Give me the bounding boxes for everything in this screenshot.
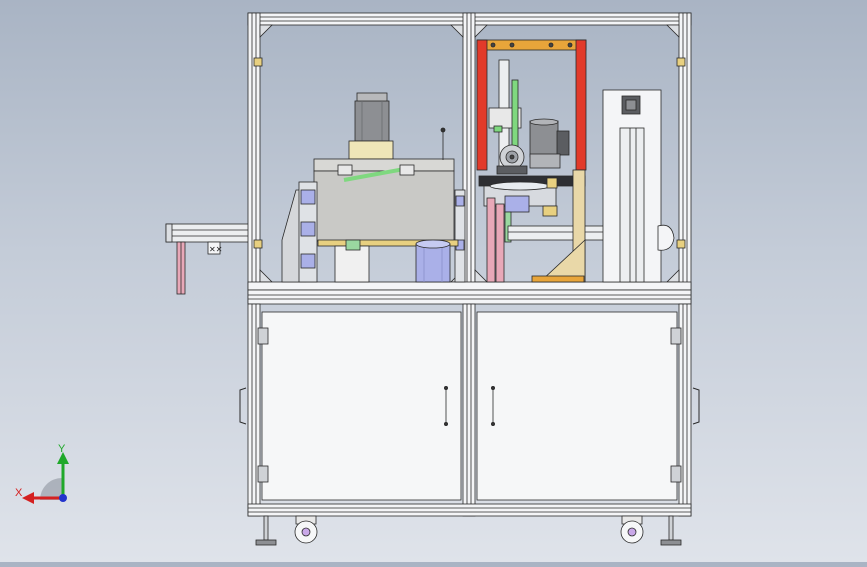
cylinder-unit	[348, 92, 394, 160]
servo-motor	[529, 118, 570, 169]
caster-wheels	[294, 515, 644, 544]
axis-triad: Y X	[15, 443, 69, 504]
hopper-base	[317, 239, 459, 283]
left-side-guides	[281, 181, 466, 283]
side-handles[interactable]	[239, 387, 700, 425]
x-axis-label: X	[15, 487, 23, 499]
drive-wheel	[496, 144, 528, 175]
cabinet-door-right[interactable]	[476, 311, 682, 501]
cabinet-door-left[interactable]	[257, 311, 462, 501]
svg-text:✕✕: ✕✕	[209, 245, 222, 254]
y-axis-label: Y	[58, 443, 66, 455]
leveling-feet	[255, 515, 682, 546]
hopper-box	[313, 127, 455, 242]
work-table	[247, 281, 692, 305]
right-panel-housing	[602, 89, 675, 283]
lower-cabinet-frame	[247, 303, 692, 517]
infeed-conveyor: ✕✕	[165, 223, 251, 295]
upper-frame	[247, 12, 692, 304]
z-axis-dot	[59, 494, 67, 502]
right-rails	[486, 169, 605, 283]
